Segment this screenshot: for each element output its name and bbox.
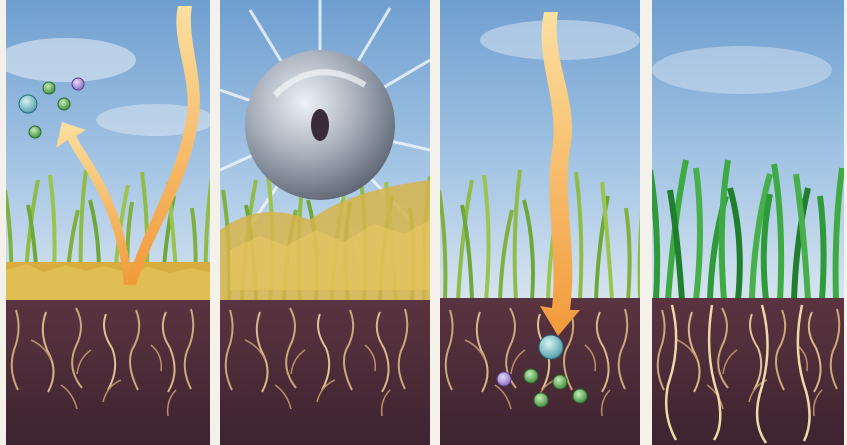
nutrient-icon	[72, 78, 84, 90]
panel-aerated	[440, 0, 640, 445]
nutrient-icon	[43, 82, 55, 94]
nutrient-icon	[497, 372, 511, 386]
soil	[652, 298, 844, 445]
nutrient-icon	[29, 126, 41, 138]
cloud	[652, 46, 832, 94]
panel-divider	[640, 0, 652, 445]
soil	[6, 300, 210, 445]
panel-aerator	[220, 0, 430, 445]
nutrient-icon	[524, 369, 538, 383]
nutrient-icon	[58, 98, 70, 110]
soil	[440, 298, 640, 445]
panel-healthy	[652, 0, 844, 445]
ball-slot	[311, 109, 329, 141]
nutrient-icon	[573, 389, 587, 403]
nutrient-icon	[534, 393, 548, 407]
nutrient-icon	[539, 335, 563, 359]
panel-divider	[210, 0, 220, 445]
panel-thatch	[6, 0, 210, 445]
panel-divider	[430, 0, 440, 445]
nutrient-icon	[19, 95, 37, 113]
cloud	[480, 20, 640, 60]
nutrient-icon	[553, 375, 567, 389]
